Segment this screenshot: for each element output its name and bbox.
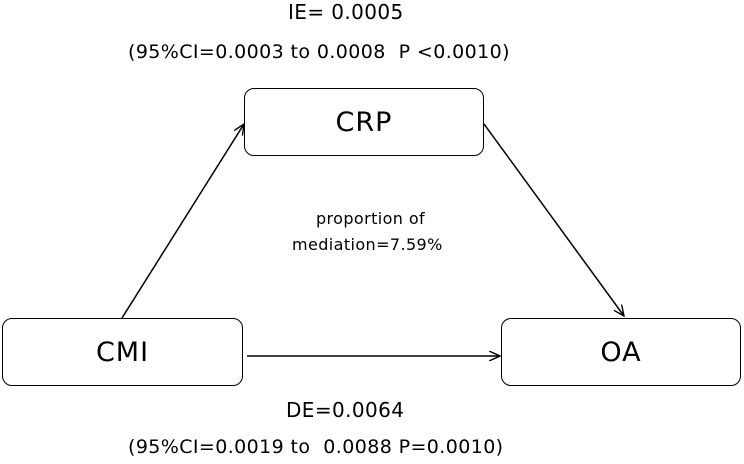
outcome-node-label: OA	[600, 336, 642, 368]
exposure-node-cmi: CMI	[2, 318, 243, 386]
direct-effect-ci: (95%CI=0.0019 to 0.0088 P=0.0010)	[128, 436, 504, 458]
exposure-node-label: CMI	[95, 336, 150, 368]
arrow-cmi-to-crp	[121, 124, 244, 319]
direct-effect-label: DE=0.0064	[286, 398, 405, 422]
mediator-node-label: CRP	[335, 106, 393, 138]
outcome-node-oa: OA	[501, 318, 741, 386]
mediator-node-crp: CRP	[244, 88, 484, 156]
indirect-effect-label: IE= 0.0005	[288, 0, 404, 24]
mediation-proportion-line2: mediation=7.59%	[292, 235, 443, 254]
mediation-proportion-line1: proportion of	[316, 209, 426, 228]
indirect-effect-ci: (95%CI=0.0003 to 0.0008 P <0.0010)	[128, 41, 510, 63]
arrow-crp-to-oa	[483, 123, 624, 316]
